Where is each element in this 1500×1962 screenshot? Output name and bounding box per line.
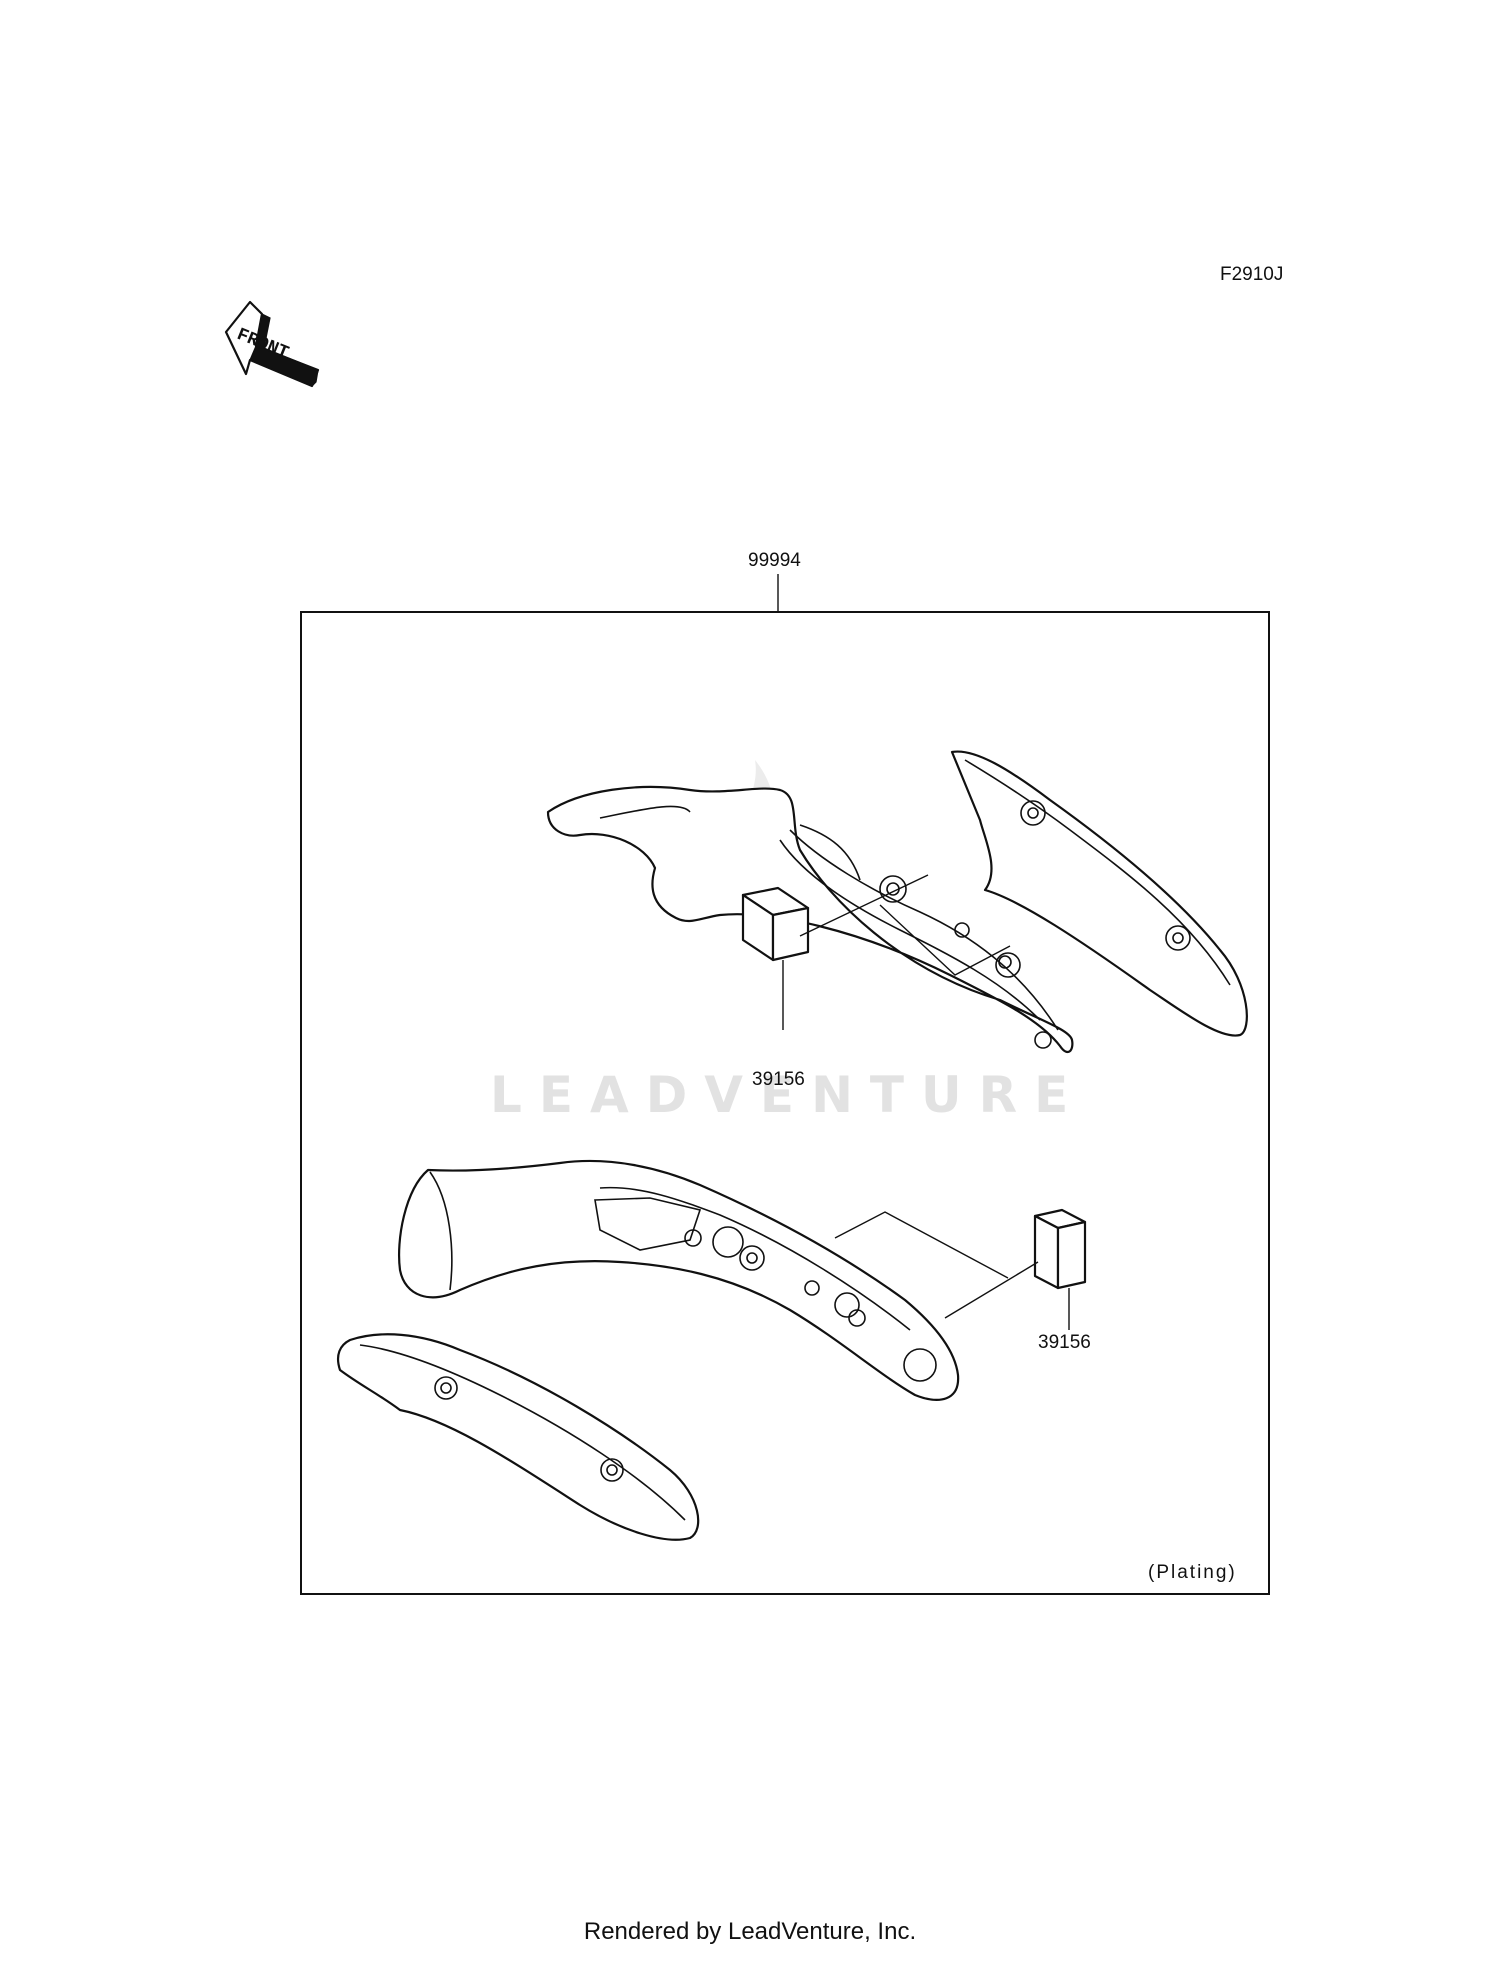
kit-boundary-box (300, 611, 1270, 1595)
upper-callout-number: 39156 (752, 1069, 805, 1090)
finish-note: (Plating) (1148, 1562, 1237, 1583)
upper-pad-part (741, 886, 810, 962)
diagram-code: F2910J (1220, 264, 1283, 285)
lower-trim-strip (336, 1333, 700, 1541)
upper-side-cover (546, 785, 1074, 1054)
footer-credit: Rendered by LeadVenture, Inc. (583, 1918, 917, 1945)
lower-pad-part (1033, 1208, 1087, 1290)
upper-callout-leader (799, 874, 1011, 976)
upper-trim-strip (950, 750, 1248, 1037)
lower-side-cover (398, 1159, 960, 1401)
lower-callout-leader (834, 1211, 1039, 1319)
watermark-text: LEADVENTURE (490, 1066, 1085, 1124)
assembly-part-number: 99994 (748, 550, 801, 571)
lower-callout-number: 39156 (1038, 1332, 1091, 1353)
front-arrow-icon: FRONT (224, 300, 320, 388)
